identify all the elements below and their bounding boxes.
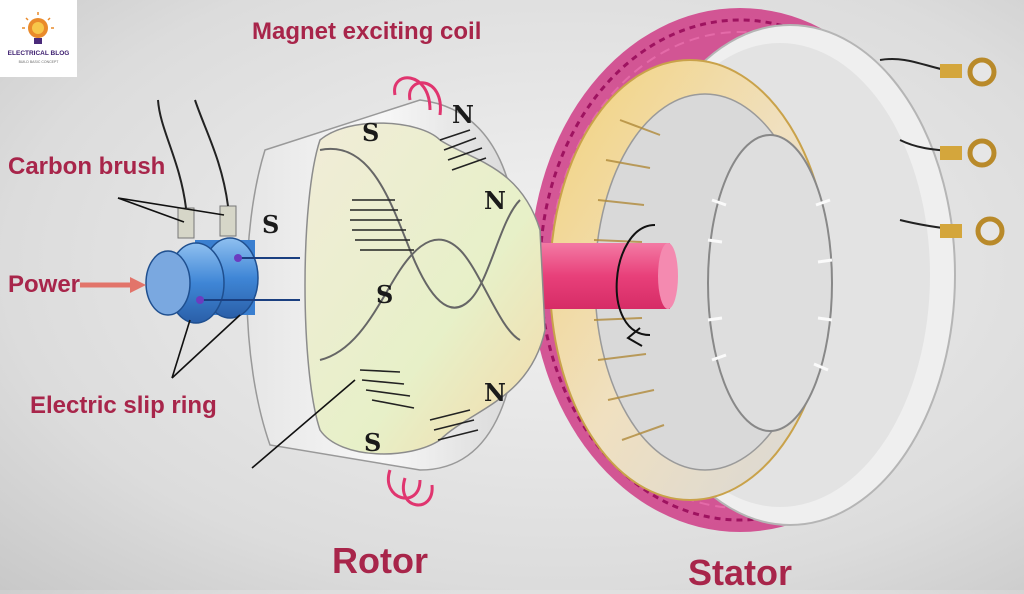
carbon-brush xyxy=(219,205,237,237)
label-pointers xyxy=(117,197,241,379)
label-rotor: Rotor xyxy=(332,540,428,581)
pole-label: N xyxy=(452,100,474,129)
label-power: Power xyxy=(8,271,81,298)
carbon-brush xyxy=(177,207,195,239)
label-magnet-exciting-coil: Magnet exciting coil xyxy=(252,18,482,45)
pole-label: S xyxy=(364,428,382,457)
terminal-lug-icon xyxy=(940,57,997,87)
label-electric-slip-ring: Electric slip ring xyxy=(30,392,217,419)
power-arrow-icon xyxy=(80,277,146,293)
rotation-arrow-icon xyxy=(615,224,656,347)
rotor-shaft xyxy=(540,243,670,309)
terminal-lug-icon xyxy=(940,216,1005,246)
logo-brand: ELECTRICAL BLOG xyxy=(7,50,70,57)
rotor xyxy=(246,76,546,507)
label-carbon-brush: Carbon brush xyxy=(8,153,166,180)
terminal-lug-icon xyxy=(940,138,997,168)
rotor-pole-face xyxy=(304,122,546,455)
stator-bore xyxy=(707,134,833,432)
logo: ELECTRICAL BLOG BUILD BASIC CONCEPT xyxy=(0,0,77,77)
lightbulb-icon xyxy=(22,12,54,44)
slip-ring-assembly xyxy=(145,99,300,324)
stator xyxy=(530,8,1005,532)
pole-label: S xyxy=(362,118,380,147)
label-stator: Stator xyxy=(688,552,793,593)
pole-label: S xyxy=(376,280,394,309)
pole-label: N xyxy=(484,378,506,407)
pole-label: S xyxy=(262,210,280,239)
pole-label: N xyxy=(484,186,506,215)
logo-tagline: BUILD BASIC CONCEPT xyxy=(18,60,59,64)
rotor-coil xyxy=(350,129,487,441)
